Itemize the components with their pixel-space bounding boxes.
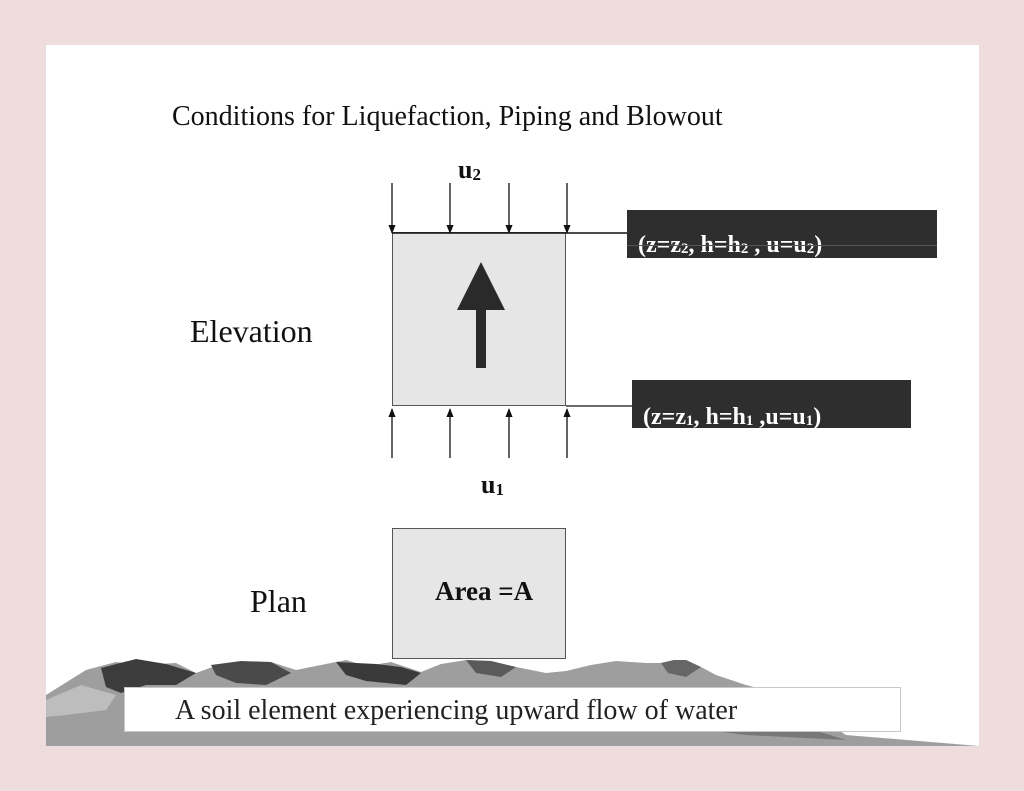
bot-cond-open: (z=z: [643, 404, 686, 428]
diagram-overlay: [46, 183, 979, 746]
caption-text: A soil element experiencing upward flow …: [175, 695, 738, 726]
bot-cond-mid-h: , h=h: [693, 404, 746, 428]
pressure-symbol-bottom: u: [481, 470, 496, 499]
pressure-label-bottom: u1: [481, 470, 504, 500]
bot-cond-sub-u: 1: [805, 413, 814, 428]
bot-cond-close: ): [813, 404, 822, 428]
upward-flow-arrow-icon: [457, 262, 505, 368]
slide-title: Conditions for Liquefaction, Piping and …: [172, 101, 723, 132]
bottom-condition-text: (z=z1, h=h1 ,u=u1): [643, 404, 821, 428]
elevation-label: Elevation: [190, 313, 313, 349]
pressure-label-top: u2: [458, 155, 481, 185]
downward-pressure-arrows: [388, 183, 571, 234]
pressure-symbol-top: u: [458, 155, 473, 184]
top-cond-sub-h: 2: [740, 241, 749, 257]
soil-element-plan: [392, 528, 566, 659]
caption-box: A soil element experiencing upward flow …: [124, 687, 901, 732]
bottom-condition-tag: (z=z1, h=h1 ,u=u1): [632, 380, 911, 428]
top-condition-tag: (z=z2, h=h2 , u=u2): [627, 210, 937, 258]
top-cond-sub-u: 2: [806, 241, 815, 257]
bot-cond-sub-z: 1: [685, 413, 694, 428]
top-cond-sub-z: 2: [680, 241, 689, 257]
bot-cond-mid-u: ,u=u: [753, 404, 806, 428]
pressure-subscript-top: 2: [472, 165, 481, 184]
bot-cond-sub-h: 1: [745, 413, 754, 428]
slide: Conditions for Liquefaction, Piping and …: [46, 45, 979, 746]
area-label: Area =A: [435, 576, 534, 606]
plan-label: Plan: [250, 583, 307, 619]
pressure-subscript-bottom: 1: [495, 480, 504, 499]
upward-pressure-arrows: [388, 408, 571, 458]
